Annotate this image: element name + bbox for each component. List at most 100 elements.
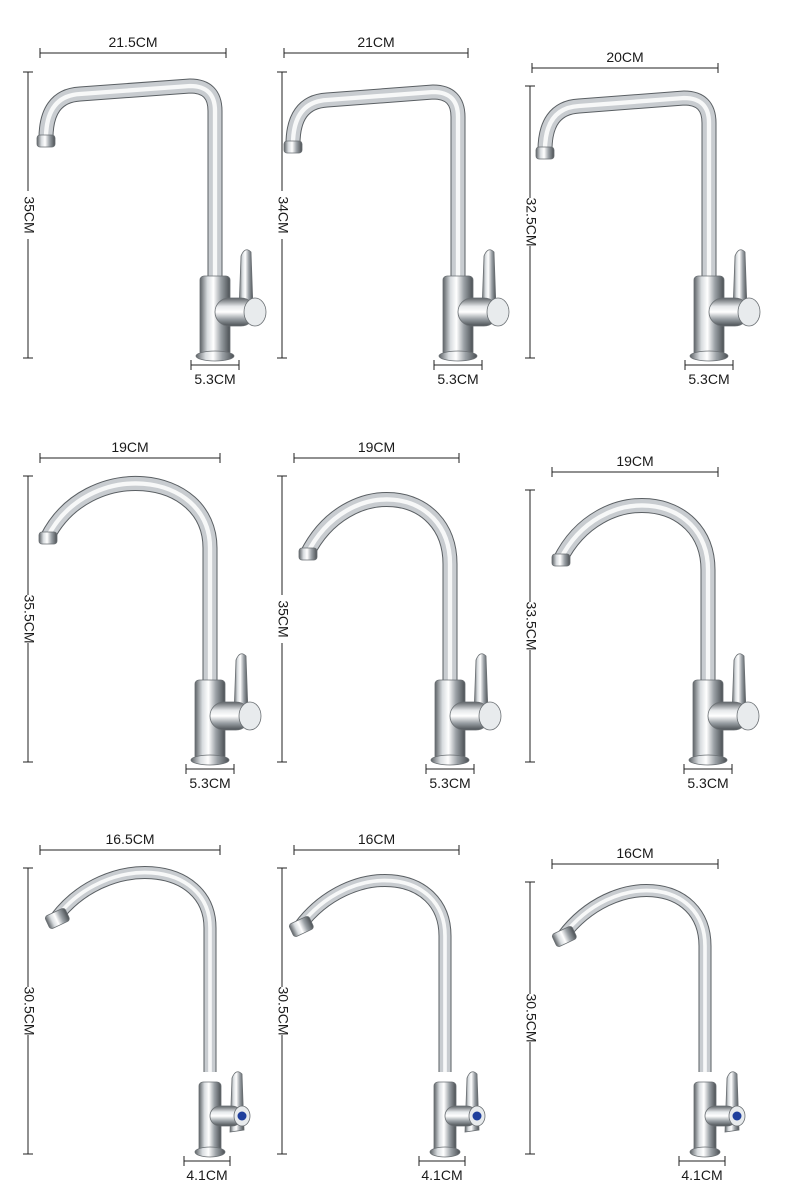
handle-cap xyxy=(737,297,761,327)
spout-pipe xyxy=(295,875,451,1072)
spout-highlight xyxy=(54,870,212,1072)
faucet-image xyxy=(535,90,761,362)
handle-cap xyxy=(478,701,502,731)
base-label: 4.1CM xyxy=(681,1167,722,1183)
nozzle xyxy=(298,547,318,561)
width-label: 19CM xyxy=(358,439,395,455)
width-label: 16CM xyxy=(616,845,653,861)
base-ring xyxy=(688,754,728,766)
height-dimension: 32.5CM xyxy=(522,85,539,359)
spout-outline xyxy=(38,78,223,276)
base-label: 5.3CM xyxy=(688,371,729,387)
base-label: 5.3CM xyxy=(687,775,728,791)
width-dimension: 16CM xyxy=(293,831,460,855)
faucet-cell-6: 19CM 33.5CM 5.3CM xyxy=(522,453,760,791)
base-label: 5.3CM xyxy=(189,775,230,791)
spout-pipe xyxy=(39,79,222,276)
height-dimension: 30.5CM xyxy=(20,867,37,1155)
spout-highlight xyxy=(305,497,453,680)
height-label: 35CM xyxy=(275,600,291,637)
base-dimension: 5.3CM xyxy=(433,360,483,387)
spout-pipe xyxy=(538,91,716,276)
width-label: 20CM xyxy=(606,49,643,65)
handle-cap xyxy=(243,297,267,327)
base-ring xyxy=(194,1146,226,1158)
nozzle xyxy=(36,134,56,148)
base-ring xyxy=(689,350,729,362)
base-ring xyxy=(429,1146,461,1158)
height-label: 35.5CM xyxy=(21,594,37,643)
faucet-image xyxy=(298,491,502,766)
spout-pipe xyxy=(286,85,465,276)
faucet-cell-3: 20CM 32.5CM 5.3CM xyxy=(522,49,761,387)
height-dimension: 30.5CM xyxy=(274,867,291,1155)
cold-indicator-dot xyxy=(732,1111,742,1121)
height-label: 33.5CM xyxy=(523,601,539,650)
nozzle xyxy=(288,916,314,937)
width-dimension: 19CM xyxy=(293,439,460,463)
width-label: 21CM xyxy=(357,34,394,50)
height-dimension: 35.5CM xyxy=(20,475,37,763)
spout-outline xyxy=(537,90,717,276)
height-label: 35CM xyxy=(21,196,37,233)
base-ring xyxy=(438,350,478,362)
base-dimension: 4.1CM xyxy=(418,1156,466,1183)
width-dimension: 21CM xyxy=(283,34,469,58)
spout-highlight xyxy=(298,878,447,1072)
spout-highlight xyxy=(45,481,213,680)
faucet-image xyxy=(38,476,262,766)
base-label: 4.1CM xyxy=(421,1167,462,1183)
nozzle xyxy=(551,926,577,947)
faucet-cell-7: 16.5CM 30.5CM 4.1CM xyxy=(20,831,251,1183)
faucet-cell-4: 19CM 35.5CM 5.3CM xyxy=(20,439,262,791)
base-ring xyxy=(430,754,470,766)
nozzle xyxy=(551,553,571,567)
faucet-image xyxy=(36,78,267,362)
height-label: 30.5CM xyxy=(523,993,539,1042)
faucet-image xyxy=(288,874,486,1158)
height-dimension: 34CM xyxy=(274,71,291,359)
spout-highlight xyxy=(558,503,711,680)
width-label: 16CM xyxy=(358,831,395,847)
spout-outline xyxy=(50,866,217,1072)
height-dimension: 30.5CM xyxy=(522,881,539,1155)
base-dimension: 5.3CM xyxy=(185,764,235,791)
spout-highlight xyxy=(561,888,707,1072)
cold-indicator-dot xyxy=(472,1111,482,1121)
faucet-image xyxy=(551,884,746,1158)
handle-cap xyxy=(736,701,760,731)
faucet-cell-1: 21.5CM 35CM 5.3CM xyxy=(20,34,267,387)
width-label: 21.5CM xyxy=(108,34,157,50)
faucet-cell-8: 16CM 30.5CM 4.1CM xyxy=(274,831,486,1183)
base-dimension: 5.3CM xyxy=(190,360,240,387)
nozzle xyxy=(535,146,555,160)
faucet-image xyxy=(283,84,510,362)
height-label: 30.5CM xyxy=(21,986,37,1035)
height-dimension: 33.5CM xyxy=(522,489,539,763)
base-dimension: 5.3CM xyxy=(684,360,734,387)
height-dimension: 35CM xyxy=(20,71,37,359)
width-dimension: 19CM xyxy=(551,453,719,477)
spout-highlight xyxy=(290,89,461,276)
width-dimension: 19CM xyxy=(39,439,221,463)
faucet-image xyxy=(44,866,251,1158)
base-label: 4.1CM xyxy=(186,1167,227,1183)
faucet-cell-2: 21CM 34CM 5.3CM xyxy=(274,34,510,387)
height-label: 32.5CM xyxy=(523,197,539,246)
nozzle xyxy=(38,531,58,545)
faucet-image xyxy=(551,497,760,766)
faucet-cell-9: 16CM 30.5CM 4.1CM xyxy=(522,845,746,1183)
base-ring xyxy=(195,350,235,362)
spout-pipe xyxy=(41,477,217,680)
width-label: 19CM xyxy=(111,439,148,455)
base-dimension: 4.1CM xyxy=(183,1156,231,1183)
width-dimension: 16CM xyxy=(551,845,719,869)
cold-indicator-dot xyxy=(237,1111,247,1121)
width-label: 16.5CM xyxy=(105,831,154,847)
base-ring xyxy=(689,1146,721,1158)
base-label: 5.3CM xyxy=(194,371,235,387)
height-label: 34CM xyxy=(275,196,291,233)
handle-cap xyxy=(486,297,510,327)
